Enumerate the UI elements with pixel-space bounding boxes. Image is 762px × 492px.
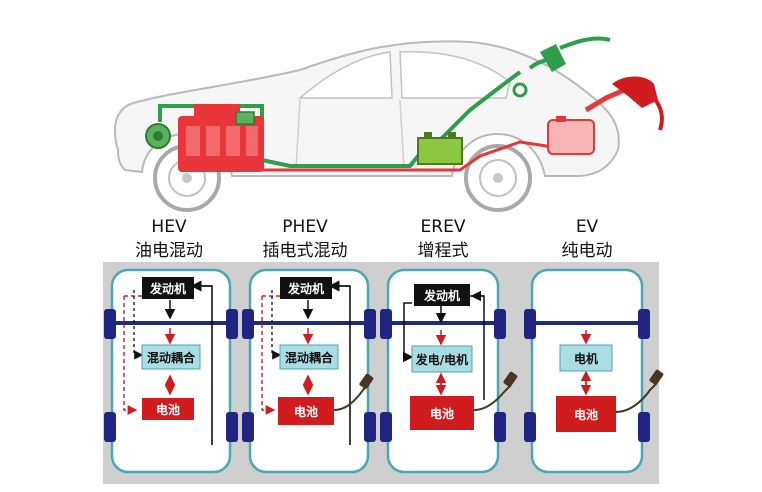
erev-battery-box [410,396,474,430]
hev-frame [110,268,232,474]
engine-icon [178,104,264,172]
erev-engine-label: 发动机 [423,288,460,303]
ev-plug-icon [615,369,664,413]
hev-hybrid-box [141,344,201,370]
motor-icon [235,111,255,125]
erev-title: EREV 增程式 [378,215,508,263]
phev-name: 插电式混动 [262,241,348,261]
ev-wheel-rr [638,412,650,442]
hev-wheel-rr [226,412,238,442]
ev-battery-label: 电池 [574,407,598,422]
ev-diagram: 电机 电池 [524,268,664,474]
phev-hybrid-label: 混动耦合 [285,350,334,365]
ev-name: 纯电动 [561,241,613,261]
erev-wheel-rl [380,412,392,442]
ev-wheel-fl [524,309,536,339]
hev-wheel-rl [104,412,116,442]
erev-diagram: 发动机 发电/电机 电池 [380,268,518,474]
erev-wheel-fr [494,309,506,339]
erev-generator-label: 发电/电机 [415,352,468,367]
hev-battery-box [142,398,194,420]
erev-engine-box [414,284,470,306]
hev-wheel-fr [226,309,238,339]
phev-battery-label: 电池 [294,404,318,419]
hev-name: 油电混动 [135,241,203,261]
phev-plug-icon [333,373,374,411]
fuel-nozzle-icon [584,76,664,131]
fuel-tank-icon [547,116,595,155]
phev-wheel-rr [364,412,376,442]
phev-code: PHEV [282,217,328,237]
hev-hybrid-label: 混动耦合 [147,350,196,365]
ev-motor-box [559,344,613,372]
erev-name: 增程式 [417,241,469,261]
hev-title: HEV 油电混动 [104,215,234,263]
phev-wheel-fl [242,309,254,339]
erev-wheel-fl [380,309,392,339]
charge-port-icon [512,82,528,98]
erev-battery-label: 电池 [430,406,454,421]
phev-hybrid-box [279,344,339,370]
phev-engine-label: 发动机 [287,281,324,296]
car-window-rear [399,50,511,99]
hev-wheel-fl [104,309,116,339]
ev-wheel-rl [524,412,536,442]
erev-generator-box [411,345,473,373]
erev-wheel-rr [494,412,506,442]
phev-battery-box [278,397,334,425]
car-illustration [113,36,664,212]
phev-wheel-fr [364,309,376,339]
rear-wheel [464,144,532,212]
ev-battery-box [556,396,616,432]
hev-diagram: 发动机 混动耦合 电池 [104,268,238,474]
phev-title: PHEV 插电式混动 [240,215,370,263]
charging-plug-icon [528,36,611,72]
generator-icon [145,123,171,149]
phev-diagram: 发动机 混动耦合 电池 [242,268,376,474]
battery-pack-icon [417,132,463,165]
ev-motor-label: 电机 [574,351,598,366]
car-window-front [297,51,393,99]
phev-engine-box [280,277,332,299]
phev-wheel-rl [242,412,254,442]
hev-code: HEV [151,217,187,237]
ev-wheel-fr [638,309,650,339]
hev-engine-label: 发动机 [149,281,186,296]
erev-code: EREV [420,217,466,237]
ev-code: EV [575,217,599,237]
hev-engine-box [142,277,194,299]
erev-plug-icon [473,371,518,411]
hev-battery-label: 电池 [156,402,180,417]
ev-title: EV 纯电动 [522,215,652,263]
